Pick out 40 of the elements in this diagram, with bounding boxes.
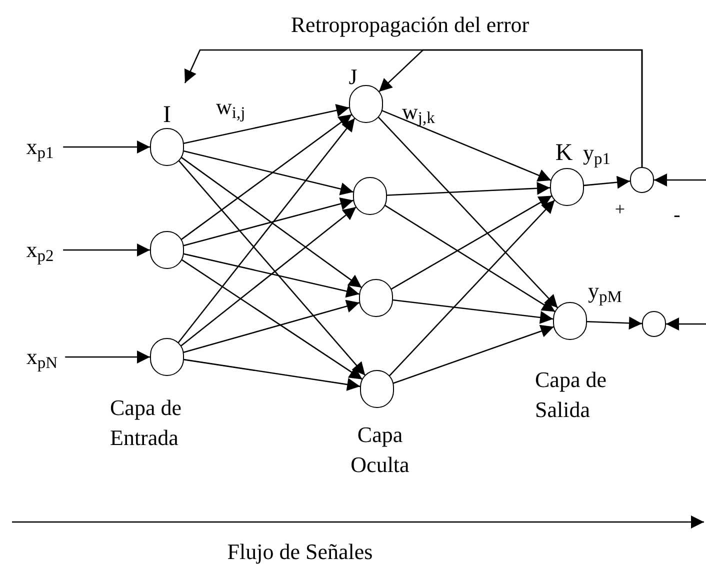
- arrow: [180, 114, 352, 240]
- text-label: J: [348, 63, 358, 91]
- arrow: [666, 318, 706, 330]
- arrow: [180, 206, 357, 347]
- arrow: [390, 195, 552, 290]
- text-label: +: [614, 198, 626, 221]
- arrow: [584, 176, 630, 189]
- arrow: [178, 160, 366, 376]
- arrow: [184, 253, 360, 298]
- arrow: [382, 110, 552, 182]
- arrow: [184, 358, 360, 391]
- arrow: [65, 350, 150, 364]
- text-label: Flujo de Señales: [226, 538, 374, 566]
- text-label: K: [554, 139, 574, 168]
- arrow: [183, 197, 354, 246]
- arrow: [181, 259, 363, 380]
- arrow: [654, 174, 706, 186]
- arrow: [183, 150, 354, 196]
- arrow: [388, 200, 556, 376]
- text-label: w$_{j,k}$: [402, 98, 436, 128]
- text-label: Capa Oculta: [350, 421, 410, 479]
- text-label: w$_{i,j}$: [216, 93, 246, 123]
- text-label: Retropropagación del error: [290, 11, 530, 39]
- arrow: [586, 316, 642, 330]
- arrow: [184, 104, 350, 144]
- arrow: [384, 204, 556, 312]
- arrow: [178, 118, 356, 344]
- arrow: [180, 156, 362, 288]
- arrow: [378, 116, 558, 308]
- text-label: Capa de Entrada: [110, 394, 182, 452]
- arrow: [183, 300, 360, 353]
- arrow: [378, 49, 643, 167]
- arrow: [392, 299, 554, 324]
- text-label: Capa de Salida: [535, 366, 608, 424]
- arrow: [63, 140, 150, 154]
- arrow: [386, 182, 550, 196]
- text-label: I: [162, 101, 172, 130]
- arrow: [393, 324, 554, 384]
- text-label: -: [672, 203, 682, 228]
- arrow: [63, 244, 150, 256]
